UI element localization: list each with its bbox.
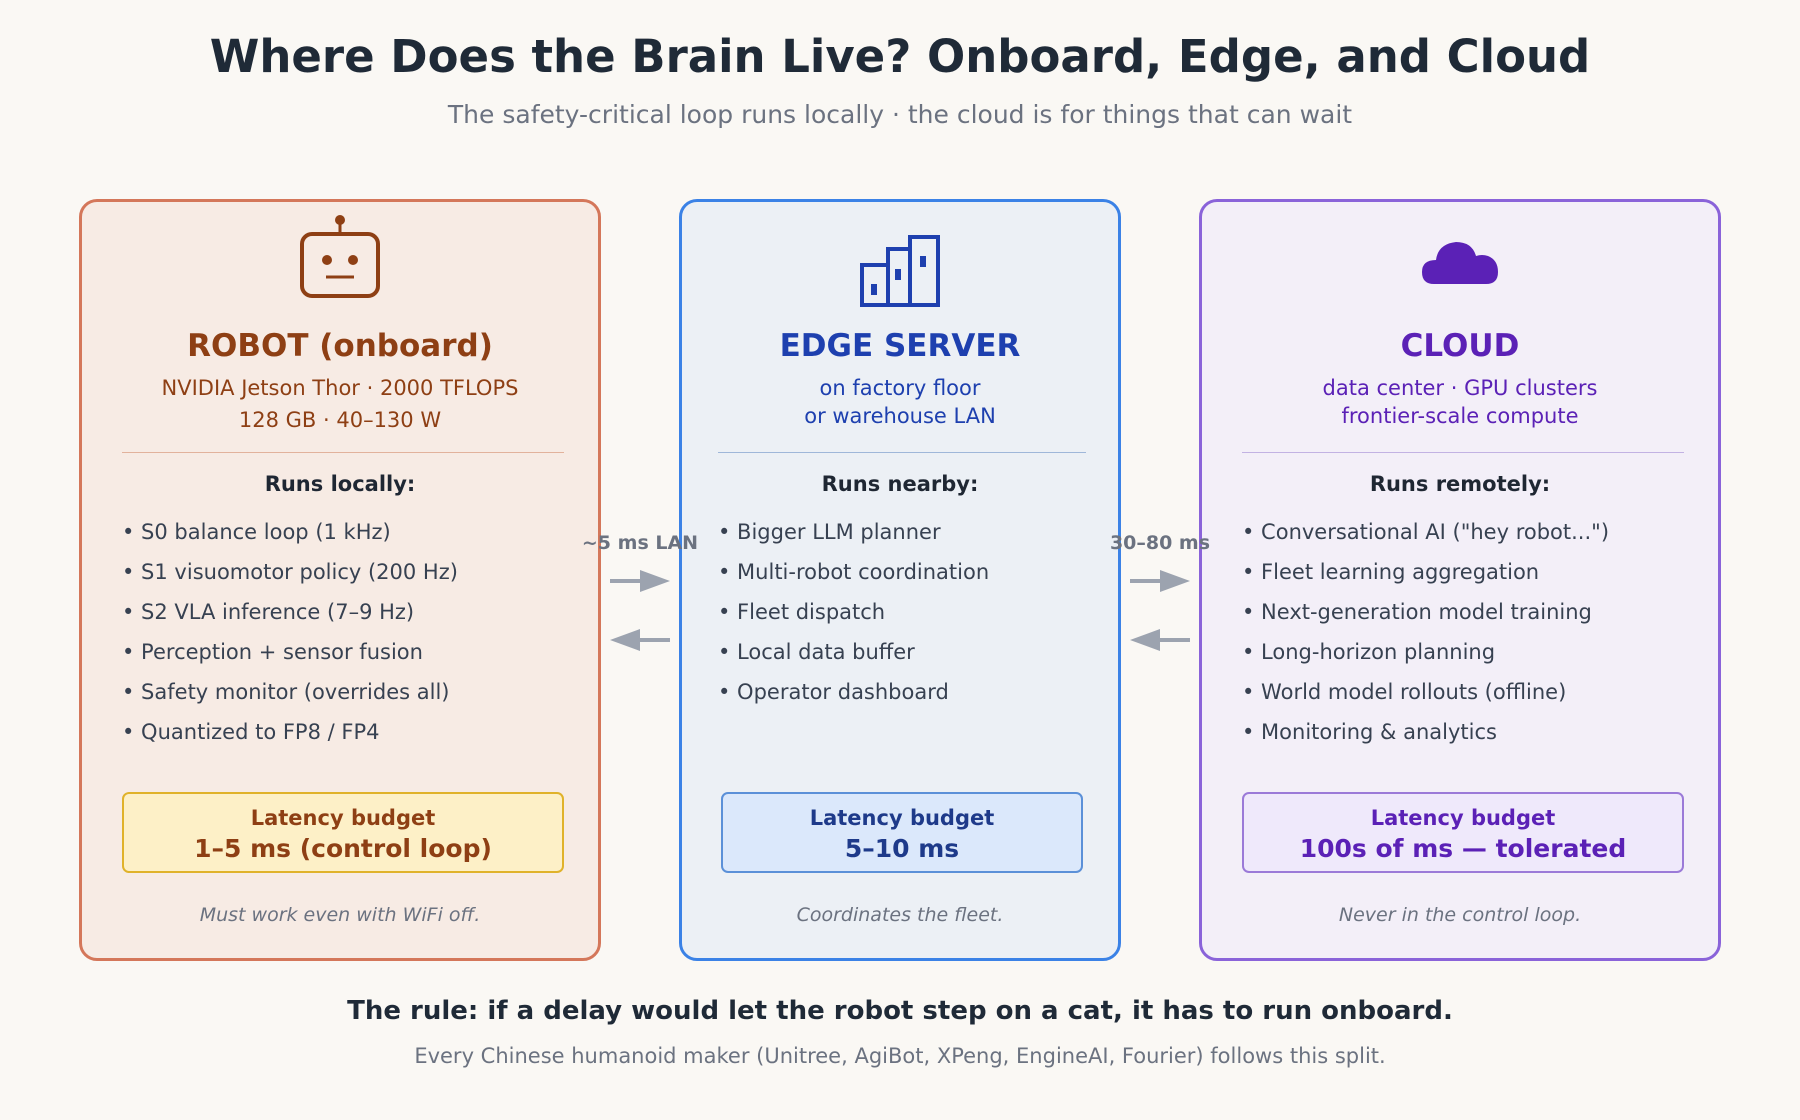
list-item: • S2 VLA inference (7–9 Hz): [122, 600, 415, 624]
budget-value: 1–5 ms (control loop): [194, 834, 492, 863]
list-item: • Multi-robot coordination: [718, 560, 990, 584]
budget-label: Latency budget: [1370, 806, 1556, 830]
cloud-runs-heading: Runs remotely:: [1369, 472, 1551, 496]
edge-divider: [718, 452, 1086, 453]
edge-sub-1: on factory floor: [819, 376, 981, 400]
cloud-note: Never in the control loop.: [1338, 904, 1582, 926]
cloud-latency-budget: Latency budget 100s of ms — tolerated: [1242, 792, 1684, 873]
edge-title: EDGE SERVER: [779, 328, 1021, 364]
budget-label: Latency budget: [250, 806, 436, 830]
edge-sub-2: or warehouse LAN: [804, 404, 996, 428]
rule-statement: The rule: if a delay would let the robot…: [347, 996, 1453, 1026]
cloud-task-list: • Conversational AI ("hey robot...") • F…: [1242, 518, 1609, 758]
robot-task-list: • S0 balance loop (1 kHz) • S1 visuomoto…: [122, 518, 458, 758]
list-item: • Bigger LLM planner: [718, 520, 941, 544]
list-item: • Operator dashboard: [718, 680, 949, 704]
cloud-sub-2: frontier-scale compute: [1341, 404, 1579, 428]
budget-value: 5–10 ms: [844, 834, 960, 863]
list-item: • Next-generation model training: [1242, 600, 1592, 624]
robot-sub-2: 128 GB · 40–130 W: [238, 408, 442, 432]
list-item: • Fleet dispatch: [718, 600, 886, 624]
edge-note: Coordinates the fleet.: [796, 904, 1004, 926]
list-item: • S1 visuomotor policy (200 Hz): [122, 560, 458, 584]
robot-divider: [122, 452, 564, 453]
edge-latency-budget: Latency budget 5–10 ms: [721, 792, 1083, 873]
list-item: • Fleet learning aggregation: [1242, 560, 1540, 584]
list-item: • Monitoring & analytics: [1242, 720, 1497, 744]
list-item: • Quantized to FP8 / FP4: [122, 720, 380, 744]
robot-sub-1: NVIDIA Jetson Thor · 2000 TFLOPS: [161, 376, 519, 400]
edge-runs-heading: Runs nearby:: [821, 472, 979, 496]
robot-note: Must work even with WiFi off.: [199, 904, 481, 926]
building-icon: [860, 235, 940, 307]
list-item: • Local data buffer: [718, 640, 915, 664]
edge-card: EDGE SERVER on factory floor or warehous…: [679, 199, 1121, 961]
cloud-title: CLOUD: [1400, 328, 1520, 364]
list-item: • Conversational AI ("hey robot..."): [1242, 520, 1610, 544]
list-item: • Safety monitor (overrides all): [122, 680, 450, 704]
page-title: Where Does the Brain Live? Onboard, Edge…: [209, 30, 1591, 83]
list-item: • Perception + sensor fusion: [122, 640, 423, 664]
list-item: • World model rollouts (offline): [1242, 680, 1567, 704]
robot-edge-latency-label: ~5 ms LAN: [581, 532, 699, 554]
robot-card: ROBOT (onboard) NVIDIA Jetson Thor · 200…: [79, 199, 601, 961]
cloud-divider: [1242, 452, 1684, 453]
budget-value: 100s of ms — tolerated: [1299, 834, 1627, 863]
list-item: • Long-horizon planning: [1242, 640, 1496, 664]
cloud-icon: [1422, 242, 1498, 284]
cloud-sub-1: data center · GPU clusters: [1322, 376, 1598, 400]
budget-label: Latency budget: [809, 806, 995, 830]
edge-task-list: • Bigger LLM planner • Multi-robot coord…: [718, 518, 989, 718]
robot-latency-budget: Latency budget 1–5 ms (control loop): [122, 792, 564, 873]
edge-cloud-latency-label: 30–80 ms: [1109, 532, 1211, 554]
list-item: • S0 balance loop (1 kHz): [122, 520, 391, 544]
cloud-card: CLOUD data center · GPU clusters frontie…: [1199, 199, 1721, 961]
robot-runs-heading: Runs locally:: [264, 472, 416, 496]
robot-title: ROBOT (onboard): [187, 328, 493, 364]
page-subtitle: The safety-critical loop runs locally · …: [447, 100, 1353, 129]
robot-icon: [300, 215, 380, 298]
edge-cloud-arrows-icon: [1130, 570, 1190, 651]
footnote: Every Chinese humanoid maker (Unitree, A…: [414, 1044, 1386, 1068]
robot-edge-arrows-icon: [610, 570, 670, 651]
